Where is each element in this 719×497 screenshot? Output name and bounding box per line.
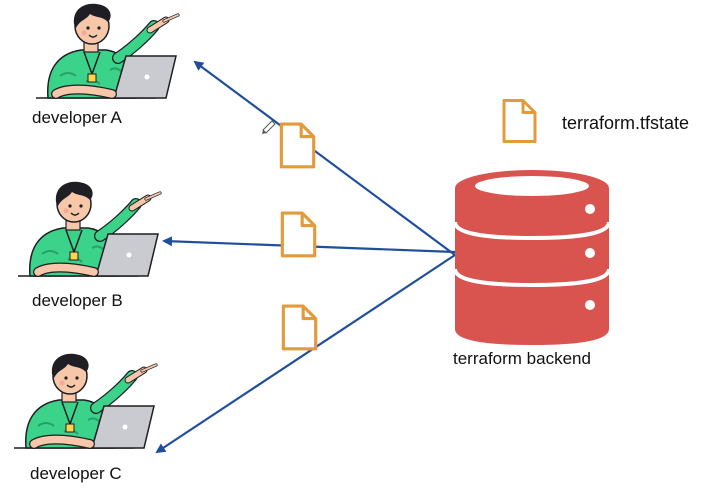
tfstate-file-icon: [502, 98, 537, 144]
developer-b-illustration: [18, 182, 160, 276]
developer-c-label: developer C: [30, 464, 122, 483]
state-file-icon-a: [279, 122, 316, 169]
database-icon: [453, 170, 611, 345]
arrow-to-developer-a: [193, 60, 456, 256]
developer-a-illustration: [36, 4, 178, 98]
pencil-icon: [262, 120, 276, 134]
state-file-icon-b: [280, 211, 317, 258]
developer-b-label: developer B: [32, 291, 123, 310]
arrow-to-developer-c: [155, 254, 456, 454]
tfstate-label: terraform.tfstate: [562, 113, 690, 133]
developer-c-illustration: [14, 354, 156, 448]
backend-label: terraform backend: [453, 349, 591, 368]
developer-a-label: developer A: [32, 108, 122, 127]
state-file-icon-c: [281, 304, 318, 351]
